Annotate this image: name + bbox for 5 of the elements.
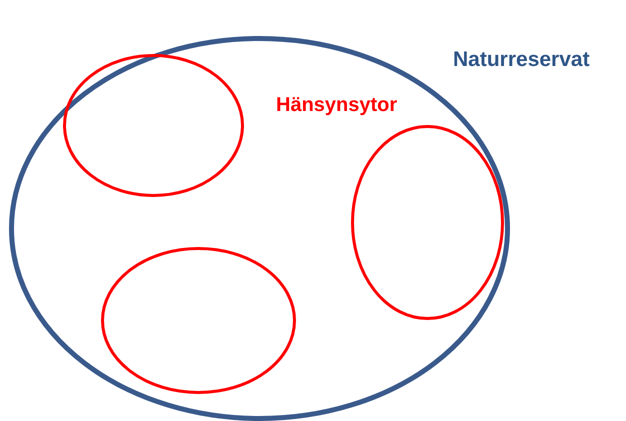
area-ellipse	[100, 246, 296, 394]
area-ellipse	[62, 54, 244, 196]
area-label: Naturreservat	[453, 48, 590, 72]
area-ellipse	[350, 124, 504, 320]
area-label: Hänsynsytor	[276, 94, 398, 117]
